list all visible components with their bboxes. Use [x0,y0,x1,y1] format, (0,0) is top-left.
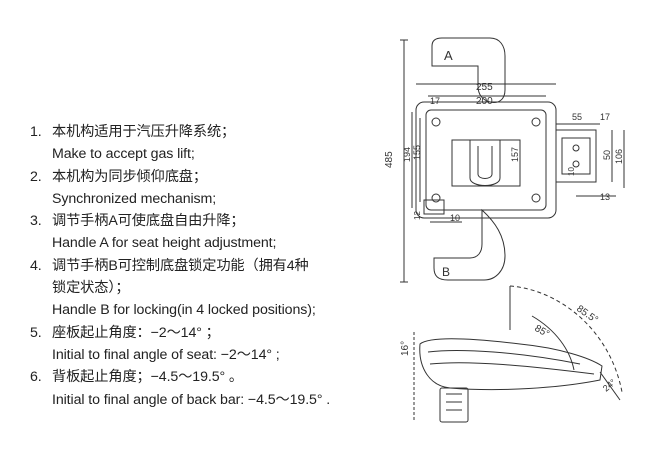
dim-left-offset: 17 [430,96,440,106]
angle-24-label: 24° [601,377,618,394]
spec-number: 5. [30,324,42,341]
spec-chinese-text: 调节手柄B可控制底盘锁定功能（拥有4种 [52,257,309,274]
spec-english-text: Handle A for seat height adjustment; [52,235,277,252]
base-plate-outer [415,101,557,219]
mount-hole [531,117,541,127]
dim-right-10: 10 [567,167,576,176]
dim-center-h: 157 [510,147,520,162]
dim-overall-height: 485 [384,151,395,168]
dim-bottom-10: 10 [450,213,460,223]
dim-width-inner: 200 [476,96,493,107]
spec-number: 4. [30,257,42,274]
spec-item: 6. 背板起止角度；−4.5～19.5° 。 Initial to final an… [30,366,385,411]
dim-right-106: 106 [614,149,624,164]
angle-16-label: 16° [400,341,411,356]
dim-width-outer: 255 [476,82,493,93]
spec-item: 4. 调节手柄B可控制底盘锁定功能（拥有4种锁定状态）； Handle B for … [30,255,385,322]
right-bracket [555,129,597,183]
spec-item: 5. 座板起止角度：−2～14° ； Initial to final angle … [30,322,385,367]
spec-chinese-text: 本机构适用于汽压升降系统； [52,124,236,140]
mount-hole [531,193,541,203]
angle-85-label: 85° [533,323,552,340]
spec-list: 1. 本机构适用于汽压升降系统； Make to accept gas lift; 2… [30,121,385,411]
handle-b-shape [433,208,506,281]
dim-plate-h1: 194 [402,147,412,162]
spec-chinese-text-cont: 锁定状态）； [52,280,130,297]
dim-plate-h2: 155 [412,145,422,160]
handle-a-label: A [444,48,453,63]
dim-right-50: 50 [602,150,612,160]
spec-chinese-text: 调节手柄A可使底盘自由升降； [52,213,245,230]
spec-english-text: Make to accept gas lift; [52,146,195,163]
angle-85-5-label: 85.5° [574,303,600,325]
dim-right-13: 13 [600,192,610,202]
dim-right-17: 17 [600,112,610,122]
handle-b-label: B [442,265,450,279]
spec-item: 2. 本机构为同步倾仰底盘； Synchronized mechanism; [30,166,385,211]
spec-english-text: Initial to final angle of back bar: −4.5… [52,391,331,408]
spec-english-text: Synchronized mechanism; [52,190,217,207]
spec-number: 6. [30,369,42,386]
side-view-shape [413,285,623,423]
spec-number: 2. [30,168,42,185]
mount-hole [431,193,441,203]
spec-english-text: Initial to final angle of seat: −2～14° ; [52,346,280,363]
spec-item: 1. 本机构适用于汽压升降系统； Make to accept gas lift; [30,121,385,166]
spec-chinese-text: 本机构为同步倾仰底盘； [52,168,207,185]
spec-english-text: Handle B for locking(in 4 locked positio… [52,302,316,319]
dim-right-55: 55 [572,112,582,122]
spec-number: 1. [30,124,42,140]
spec-item: 3. 调节手柄A可使底盘自由升降； Handle A for seat height… [30,210,385,255]
mount-hole [431,117,441,127]
spec-chinese-text: 背板起止角度；−4.5～19.5° 。 [52,369,244,386]
spec-chinese-text: 座板起止角度：−2～14° ； [52,324,220,341]
spec-number: 3. [30,213,42,230]
dim-bottom-12: 12 [413,211,422,220]
handle-a-shape [431,37,506,103]
